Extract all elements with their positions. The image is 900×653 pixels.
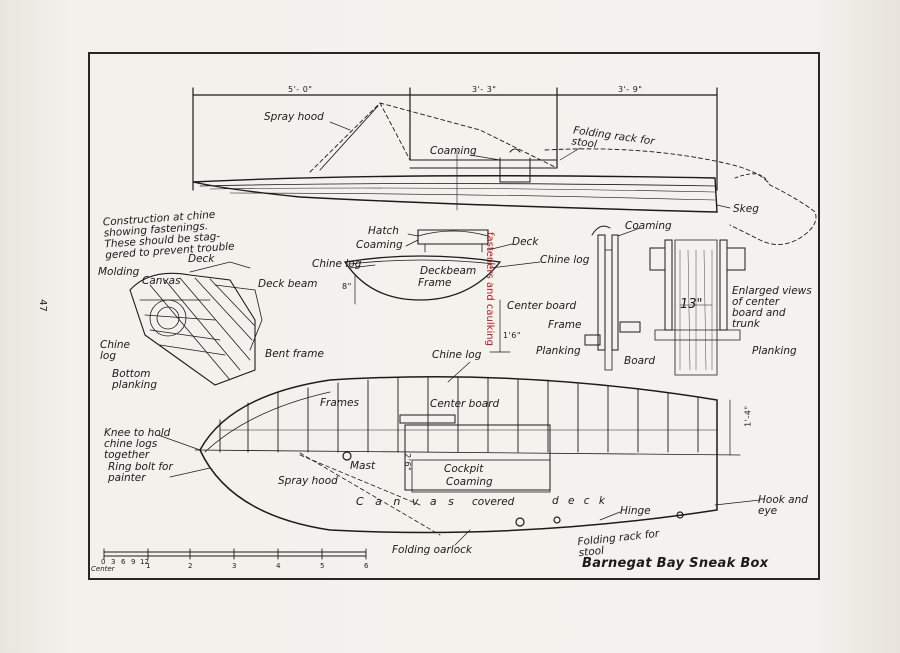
dim-mid-section: 3'- 3" xyxy=(472,85,497,94)
scale-bar xyxy=(103,548,367,560)
leader-lines xyxy=(157,121,761,546)
scale-inch-0: 0 xyxy=(101,558,106,566)
label-deck-left: Deck xyxy=(188,253,215,265)
drawing-border xyxy=(88,52,820,580)
label-center-board-plan: Center board xyxy=(430,398,500,410)
centerboard-trunk xyxy=(584,225,746,376)
label-folding-oarlock: Folding oarlock xyxy=(392,544,472,556)
label-construction-note: Construction at chine showing fastenings… xyxy=(102,208,235,262)
scale-ft-1: 1 xyxy=(146,562,151,570)
label-frame-section: Frame xyxy=(418,277,452,289)
label-centerboard-section: Center board xyxy=(507,300,577,312)
label-chine-log-left: Chine log xyxy=(100,339,131,363)
label-spray-hood-plan: Spray hood xyxy=(278,475,338,487)
label-chine-log-section-r: Chine log xyxy=(540,254,590,266)
label-coaming-section: Coaming xyxy=(356,239,403,251)
dim-depth-1-4: 1'-4" xyxy=(743,405,753,427)
label-deck-section: Deck xyxy=(512,236,539,248)
scale-ft-5: 5 xyxy=(320,562,325,570)
dim-trunk-width: 13" xyxy=(680,297,703,312)
label-molding: Molding xyxy=(98,266,140,278)
plan-view xyxy=(194,376,741,536)
dim-bow-section: 5'- 0" xyxy=(288,85,313,94)
midship-section xyxy=(343,229,511,353)
label-hatch: Hatch xyxy=(368,225,399,237)
label-canvas-plan: C a n v a s xyxy=(356,495,458,508)
label-ring-bolt: Ring bolt for painter xyxy=(108,461,173,485)
label-hinge: Hinge xyxy=(620,505,651,517)
red-annotation-text: fasteners and caulking xyxy=(484,232,495,346)
dim-stern-section: 3'- 9" xyxy=(618,85,643,94)
label-planking-trunk-l: Planking xyxy=(536,345,581,357)
label-bent-frame: Bent frame xyxy=(265,348,324,360)
top-dimension-line xyxy=(192,87,718,191)
scale-inch-3: 3 xyxy=(111,558,116,566)
label-planking-trunk-r: Planking xyxy=(752,345,797,357)
chine-construction-detail xyxy=(129,261,263,386)
label-hook-eye: Hook and eye xyxy=(758,494,808,518)
dim-depth-8: 8" xyxy=(342,282,352,291)
scale-ft-2: 2 xyxy=(188,562,193,570)
label-coaming-trunk: Coaming xyxy=(625,220,672,232)
label-canvas-left: Canvas xyxy=(142,275,181,287)
drawing-title: Barnegat Bay Sneak Box xyxy=(582,556,769,571)
red-annotation: fasteners and caulking xyxy=(484,232,498,417)
label-covered: covered xyxy=(472,496,515,508)
label-skeg: Skeg xyxy=(733,203,759,215)
scale-inch-12: 12 xyxy=(140,558,149,566)
label-deckbeam-section: Deckbeam xyxy=(420,265,477,277)
label-spray-hood-top: Spray hood xyxy=(264,111,324,123)
scale-ft-4: 4 xyxy=(276,562,281,570)
label-chine-log-plan: Chine log xyxy=(432,349,482,361)
label-deck-beam: Deck beam xyxy=(258,278,318,290)
label-frames-plan: Frames xyxy=(320,397,359,409)
scale-inch-9: 9 xyxy=(131,558,136,566)
dim-depth-1-6: 1'6" xyxy=(503,331,522,340)
label-frame-trunk: Frame xyxy=(548,319,582,331)
scale-unit-note: Center xyxy=(91,565,115,573)
scale-ft-3: 3 xyxy=(232,562,237,570)
label-board: Board xyxy=(624,355,656,367)
label-bottom-planking: Bottom planking xyxy=(112,368,157,392)
label-mast: Mast xyxy=(350,460,376,472)
scale-inch-6: 6 xyxy=(121,558,126,566)
side-elevation xyxy=(192,102,817,245)
label-enlarged-views: Enlarged views of center board and trunk xyxy=(732,285,812,331)
label-deck-plan: d e c k xyxy=(552,495,608,507)
label-chine-log-section-l: Chine log xyxy=(312,258,362,270)
label-coaming-plan: Coaming xyxy=(446,476,493,488)
dim-cockpit: 2'6" xyxy=(403,453,413,472)
scale-ft-6: 6 xyxy=(364,562,369,570)
label-cockpit: Cockpit xyxy=(444,463,484,475)
label-coaming-top: Coaming xyxy=(430,145,477,157)
label-knee: Knee to hold chine logs together xyxy=(104,427,171,462)
